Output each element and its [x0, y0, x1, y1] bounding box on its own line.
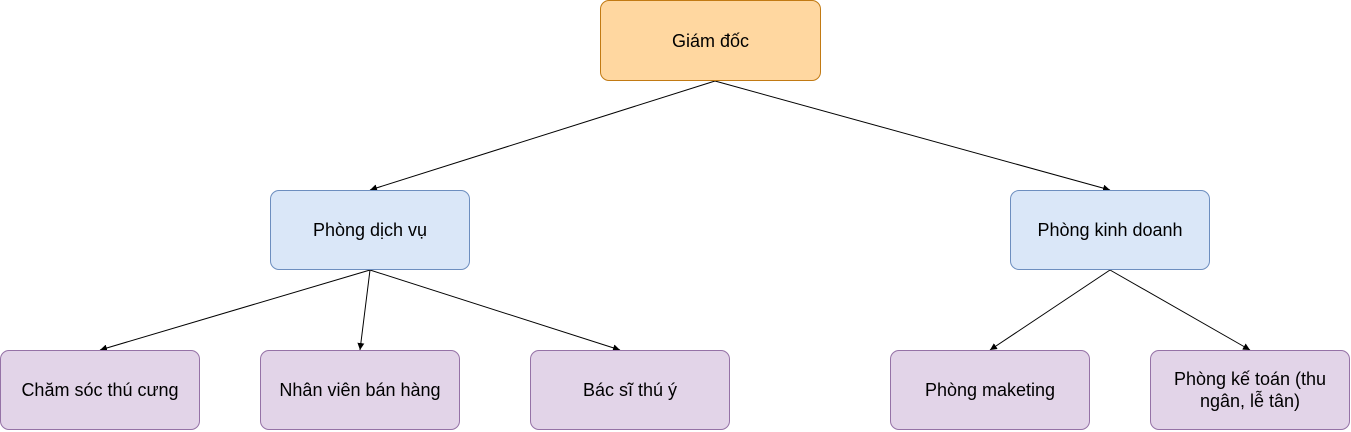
- node-sales-staff-label: Nhân viên bán hàng: [279, 380, 441, 400]
- node-sales-staff: Nhân viên bán hàng: [260, 350, 460, 430]
- node-accounting-dept: Phòng kế toán (thu ngân, lễ tân): [1150, 350, 1350, 430]
- edge-service-sales: [357, 269, 371, 351]
- node-business-dept-label: Phòng kinh doanh: [1037, 220, 1183, 240]
- node-pet-care: Chăm sóc thú cưng: [0, 350, 200, 430]
- node-accounting-dept-label: Phòng kế toán (thu ngân, lễ tân): [1173, 369, 1327, 411]
- edge-business-accounting: [1109, 269, 1251, 351]
- edge-service-vet: [369, 269, 621, 352]
- node-marketing-dept-label: Phòng maketing: [924, 380, 1056, 400]
- node-business-dept: Phòng kinh doanh: [1010, 190, 1210, 270]
- node-service-dept-label: Phòng dịch vụ: [312, 220, 428, 240]
- node-veterinarian: Bác sĩ thú ý: [530, 350, 730, 430]
- edge-business-marketing: [989, 269, 1111, 351]
- edge-director-business: [714, 80, 1111, 192]
- node-veterinarian-label: Bác sĩ thú ý: [582, 380, 678, 400]
- edge-service-petcare: [99, 269, 371, 352]
- node-service-dept: Phòng dịch vụ: [270, 190, 470, 270]
- node-director-label: Giám đốc: [671, 30, 750, 51]
- edge-director-service: [369, 80, 716, 192]
- node-pet-care-label: Chăm sóc thú cưng: [21, 380, 179, 400]
- node-marketing-dept: Phòng maketing: [890, 350, 1090, 430]
- node-director: Giám đốc: [600, 0, 821, 81]
